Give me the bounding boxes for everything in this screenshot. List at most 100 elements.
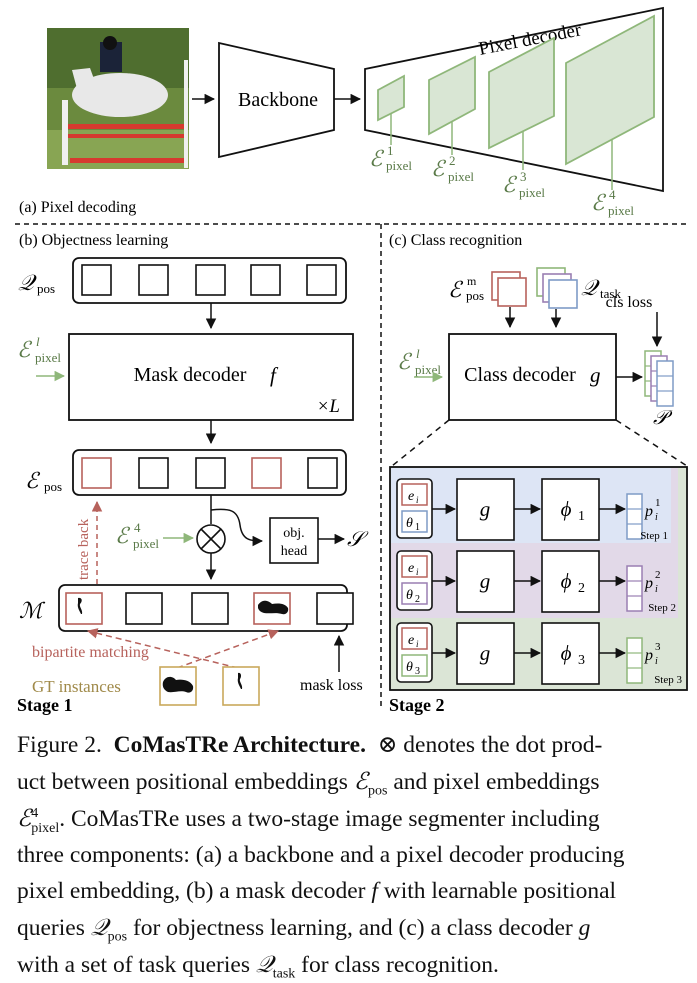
e2-symbol: ℰ bbox=[431, 157, 447, 182]
gt-horse-mask bbox=[162, 676, 194, 693]
e4-symbol: ℰ bbox=[591, 191, 607, 216]
e4-sup: 4 bbox=[609, 187, 616, 202]
phi-block bbox=[541, 622, 600, 685]
e-pos-queries bbox=[81, 457, 338, 489]
e-pixel-4-symbol: ℰ bbox=[115, 524, 131, 549]
caption-math: ℰ bbox=[353, 767, 368, 795]
caption-text: pixel embedding, (b) a mask decoder bbox=[17, 878, 366, 904]
theta-symbol: θ bbox=[406, 660, 413, 675]
p-sub: i bbox=[655, 512, 658, 523]
theta-sub: 1 bbox=[415, 522, 420, 533]
class-decoder-label: Class decoder bbox=[464, 364, 576, 386]
e-pixel-l-sup: l bbox=[36, 334, 40, 349]
g-label: g bbox=[480, 641, 491, 665]
e-pixel-l-symbol: ℰ bbox=[17, 338, 33, 363]
e-pos-m-symbol: ℰ bbox=[448, 278, 464, 303]
e-i-box bbox=[401, 627, 428, 650]
step-label: Step 3 bbox=[654, 674, 682, 686]
theta-box bbox=[401, 582, 428, 605]
gt-instances bbox=[159, 666, 260, 706]
e2-sup: 2 bbox=[449, 153, 456, 168]
e-i-box bbox=[401, 483, 428, 506]
phi-sub: 2 bbox=[578, 581, 585, 596]
e3-sup: 3 bbox=[520, 169, 527, 184]
e-i-sub: i bbox=[416, 567, 419, 577]
matching-line-person bbox=[86, 628, 239, 669]
caption-math-sub: task bbox=[272, 966, 296, 982]
caption-text: with learnable positional bbox=[383, 878, 617, 904]
theta-symbol: θ bbox=[406, 516, 413, 531]
embedding-labels: ℰ 1 pixel ℰ 2 pixel ℰ 3 pixel ℰ 4 pixel bbox=[369, 143, 634, 218]
mask-decoder-fn: f bbox=[270, 363, 279, 387]
caption-math: f bbox=[371, 878, 378, 904]
prob-vector bbox=[626, 493, 643, 540]
e-i-symbol: e bbox=[408, 489, 414, 504]
phi-label: ϕ bbox=[561, 641, 572, 665]
q-pos-symbol: 𝒬 bbox=[18, 271, 37, 296]
phi-block bbox=[541, 550, 600, 613]
backbone-label: Backbone bbox=[238, 89, 318, 111]
caption-math-sub: pos bbox=[107, 929, 128, 945]
prediction-stack bbox=[644, 350, 674, 407]
input-image bbox=[47, 28, 189, 169]
step-label: Step 1 bbox=[640, 530, 668, 542]
e-pos-symbol: ℰ bbox=[25, 469, 41, 494]
obj-head-line2: head bbox=[281, 544, 307, 559]
caption-math: ℰ bbox=[17, 804, 32, 832]
caption-math-sub: pos bbox=[368, 783, 388, 799]
phi-sub: 1 bbox=[578, 509, 585, 524]
e-i-symbol: e bbox=[408, 561, 414, 576]
mask-decoder-label: Mask decoder bbox=[134, 364, 247, 386]
horse-mask bbox=[258, 600, 289, 615]
mask-loss-label: mask loss bbox=[300, 677, 363, 694]
obj-head-line1: obj. bbox=[283, 526, 304, 541]
e-pos-m-sup: m bbox=[467, 274, 477, 288]
e-pixel-4-sub: pixel bbox=[133, 536, 159, 551]
q-pos-queries bbox=[81, 264, 337, 296]
e-pos-m-stack bbox=[491, 271, 527, 307]
caption-line-4: three components: (a) a backbone and a p… bbox=[17, 842, 625, 868]
g-label: g bbox=[480, 497, 491, 521]
q-task-sub: task bbox=[600, 286, 621, 301]
caption-text: queries bbox=[17, 915, 85, 941]
panel-b-label: (b) Objectness learning bbox=[19, 232, 168, 249]
panel-a-label: (a) Pixel decoding bbox=[19, 199, 136, 216]
theta-symbol: θ bbox=[406, 588, 413, 603]
arrow-to-obj-head bbox=[210, 508, 264, 547]
figure-label: Figure 2. bbox=[17, 732, 102, 758]
e-pos-m-sub: pos bbox=[466, 288, 484, 303]
matching-line-horse bbox=[176, 629, 279, 669]
p-sub: i bbox=[655, 656, 658, 667]
theta-sub: 3 bbox=[415, 666, 420, 677]
p-sup: 2 bbox=[655, 569, 661, 581]
caption-math: 𝒬 bbox=[255, 950, 273, 978]
embedding-map-4 bbox=[565, 14, 655, 166]
prob-vector bbox=[626, 565, 643, 612]
caption-line-5: pixel embedding, (b) a mask decoder f wi… bbox=[17, 873, 683, 909]
mask-symbol: ℳ bbox=[19, 599, 46, 624]
cls-loss-label: cls loss bbox=[606, 294, 653, 311]
q-task-symbol: 𝒬 bbox=[581, 276, 600, 301]
zoom-line-right bbox=[615, 419, 688, 467]
phi-sub: 3 bbox=[578, 653, 585, 668]
gt-person-mask bbox=[237, 672, 243, 689]
bipartite-matching-label: bipartite matching bbox=[32, 644, 149, 661]
e1-sup: 1 bbox=[387, 143, 394, 158]
caption-math: g bbox=[578, 915, 591, 941]
p-symbol: 𝒫 bbox=[653, 405, 673, 429]
phi-label: ϕ bbox=[561, 497, 572, 521]
c-e-pixel-l-sup: l bbox=[416, 346, 420, 361]
q-pos-sub: pos bbox=[37, 281, 55, 296]
embedding-map-2 bbox=[428, 55, 476, 136]
p-symbol: p bbox=[644, 575, 653, 592]
stage-1-label: Stage 1 bbox=[17, 695, 73, 715]
figure-title: CoMasTRe Architecture. bbox=[113, 732, 366, 758]
caption-text: and pixel embeddings bbox=[393, 769, 600, 795]
zoom-line-left bbox=[391, 419, 450, 467]
repeat-label: ×L bbox=[317, 396, 340, 417]
caption-text: denotes the dot prod- bbox=[403, 732, 603, 758]
e4-sub: pixel bbox=[608, 203, 634, 218]
architecture-diagram: Backbone Pixel decoder ℰ 1 pixel ℰ 2 pix… bbox=[15, 6, 690, 715]
phi-block bbox=[541, 478, 600, 541]
